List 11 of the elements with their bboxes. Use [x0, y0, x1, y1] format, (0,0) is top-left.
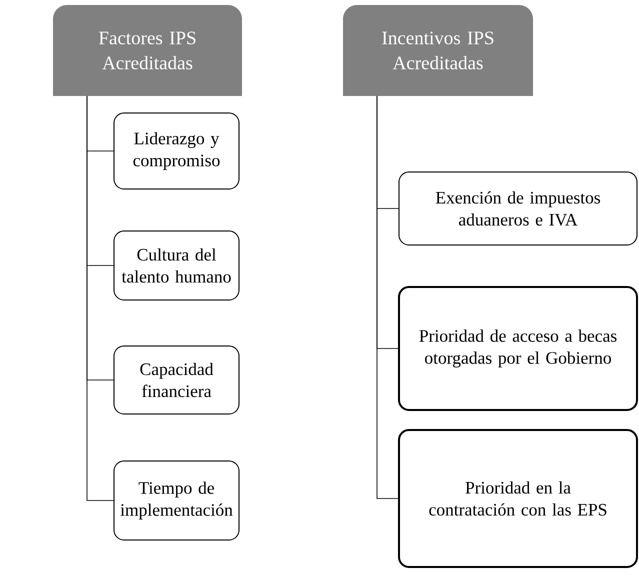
text-box: Cultura del talento humano — [114, 230, 240, 300]
text-box: Capacidad financiera — [114, 346, 240, 414]
text-box: Prioridad de acceso a becas otorgadas por el Gobierno — [398, 286, 638, 411]
text-box: Exención de impuestos aduaneros e IVA — [398, 172, 638, 246]
header-box: Incentivos IPS Acreditadas — [343, 5, 533, 96]
text-box: Prioridad en la contratación con las EPS — [398, 429, 638, 568]
connector-line — [86, 96, 114, 501]
connector-line — [376, 96, 398, 499]
header-box: Factores IPS Acreditadas — [53, 5, 242, 96]
text-box: Liderazgo y compromiso — [114, 112, 240, 190]
text-box: Tiempo de implementación — [114, 460, 240, 540]
